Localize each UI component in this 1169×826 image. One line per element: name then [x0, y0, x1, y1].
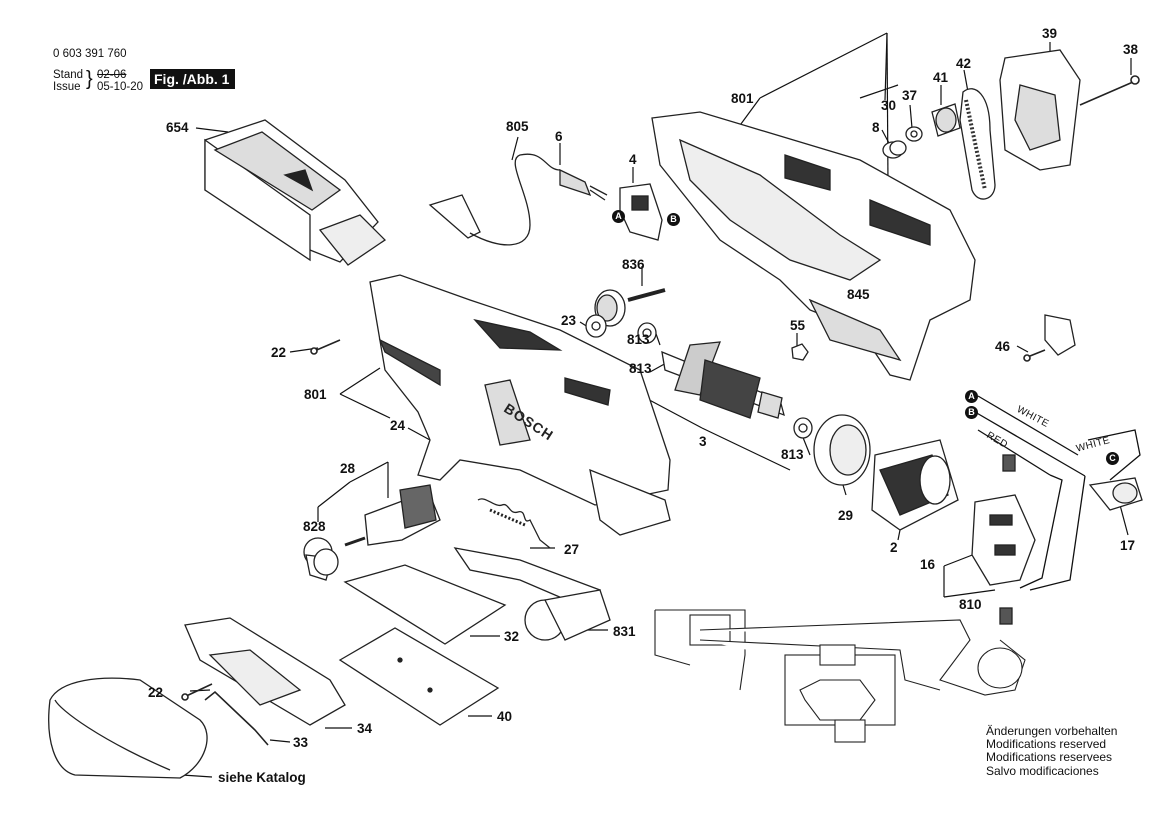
label-39: 39: [1042, 26, 1058, 41]
label-55: 55: [790, 318, 806, 333]
label-16: 16: [920, 557, 936, 572]
wiring-traces: [974, 395, 1141, 591]
stand-value: 02-06: [97, 69, 127, 81]
label-22-b: 22: [148, 685, 164, 700]
label-40: 40: [497, 709, 513, 724]
label-813-c: 813: [781, 447, 804, 462]
electronics-layout: [654, 609, 1026, 743]
belt-frame-34: [184, 617, 346, 726]
label-29: 29: [838, 508, 854, 523]
label-8: 8: [872, 120, 880, 135]
pulley-41: [931, 103, 961, 137]
pad-32: [343, 564, 507, 645]
modifications-note: Änderungen vorbehalten Modifications res…: [986, 724, 1118, 778]
screw-22-b: [181, 683, 213, 701]
screw-22-a: [310, 339, 341, 355]
switch-terminal-a: A: [612, 210, 625, 223]
switch-4: [619, 183, 663, 241]
field-coil-2: [871, 439, 959, 531]
wiring-terminal-b: B: [965, 406, 978, 419]
note-de: Änderungen vorbehalten: [986, 724, 1118, 738]
cap-828: [303, 537, 339, 581]
armature-3: [661, 341, 785, 419]
screw-46: [1023, 349, 1046, 362]
washer-37: [905, 126, 923, 142]
label-2: 2: [890, 540, 898, 555]
wiring-terminal-c: C: [1106, 452, 1119, 465]
capacitor-17: [1088, 477, 1143, 511]
switch-terminal-b: B: [667, 213, 680, 226]
label-30: 30: [881, 98, 897, 113]
label-46: 46: [995, 339, 1011, 354]
label-805: 805: [506, 119, 529, 134]
bearing-23: [585, 314, 607, 338]
front-roller-831: [453, 547, 611, 641]
label-813-b: 813: [629, 361, 652, 376]
label-28: 28: [340, 461, 356, 476]
label-801-top: 801: [731, 91, 754, 106]
sanding-belt: [48, 677, 208, 779]
power-cord-805: [428, 153, 608, 246]
label-813-a: 813: [627, 332, 650, 347]
label-32: 32: [504, 629, 520, 644]
label-828: 828: [303, 519, 326, 534]
label-3: 3: [699, 434, 707, 449]
base-plate-40: [338, 627, 500, 726]
bearing-813-a: [637, 322, 657, 344]
part-number: 0 603 391 760: [53, 48, 127, 60]
bearing-813-b: [793, 417, 813, 439]
label-23: 23: [561, 313, 577, 328]
label-654: 654: [166, 120, 189, 135]
clip-33: [204, 690, 269, 746]
brush-810: [999, 454, 1016, 625]
screw-38: [1079, 75, 1140, 106]
issue-value: 05-10-20: [97, 81, 144, 93]
motor-28: [344, 484, 441, 547]
dust-box-654: [204, 119, 387, 266]
stand-label: Stand: [53, 69, 84, 81]
bearing-8: [882, 140, 907, 159]
label-33: 33: [293, 735, 309, 750]
label-37: 37: [902, 88, 918, 103]
label-22-a: 22: [271, 345, 287, 360]
label-845: 845: [847, 287, 870, 302]
drive-belt-42: [959, 88, 996, 200]
note-fr: Modifications reservees: [986, 750, 1113, 765]
label-24: 24: [390, 418, 406, 433]
switch-block-16: [971, 494, 1036, 586]
label-34: 34: [357, 721, 373, 736]
housing-half-801-top: [651, 111, 976, 381]
figure-tag: Fig. /Abb. 1: [150, 69, 236, 89]
issue-label: Issue: [53, 81, 81, 93]
label-27: 27: [564, 542, 580, 557]
note-en: Modifications reserved: [986, 737, 1107, 752]
nut-55: [791, 343, 809, 361]
catalog-label: siehe Katalog: [218, 770, 306, 785]
label-6: 6: [555, 129, 563, 144]
label-41: 41: [933, 70, 949, 85]
label-42: 42: [956, 56, 972, 71]
spring-27: [477, 498, 551, 549]
label-801-left: 801: [304, 387, 327, 402]
fan-guide-29: [813, 414, 871, 486]
wiring-terminal-a: A: [965, 390, 978, 403]
note-es: Salvo modificaciones: [986, 763, 1099, 778]
label-38: 38: [1123, 42, 1139, 57]
label-810: 810: [959, 597, 982, 612]
label-831: 831: [613, 624, 636, 639]
label-836: 836: [622, 257, 645, 272]
spindle-836: [594, 288, 666, 327]
bracket-845: [1044, 314, 1076, 356]
label-17: 17: [1120, 538, 1136, 553]
label-4: 4: [629, 152, 637, 167]
brace-icon: }: [86, 68, 93, 90]
cover-39: [999, 49, 1081, 171]
housing-24: [369, 274, 671, 536]
